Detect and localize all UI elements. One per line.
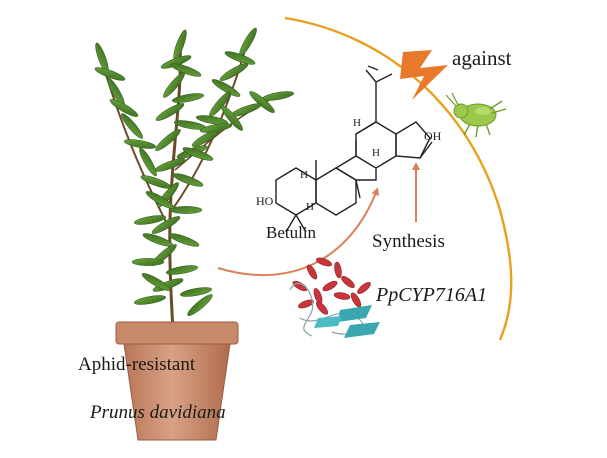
protein-helix bbox=[306, 264, 318, 280]
plant-leaf bbox=[155, 103, 185, 121]
synthesis-label: Synthesis bbox=[372, 231, 445, 252]
plant-leaf bbox=[141, 273, 171, 291]
plant-leaf bbox=[163, 72, 185, 98]
atom-label-h-left: H bbox=[300, 169, 308, 181]
plant-leaf bbox=[187, 294, 213, 316]
aphid-icon bbox=[445, 92, 507, 138]
atom-label-ho: HO bbox=[256, 194, 274, 208]
protein-helix bbox=[333, 292, 351, 300]
plant-leaf bbox=[221, 105, 243, 131]
protein-helix bbox=[322, 280, 338, 292]
plant-leaf bbox=[145, 191, 175, 209]
plant-leaf bbox=[133, 215, 167, 225]
plant-leaf bbox=[169, 206, 203, 214]
protein-helix bbox=[292, 280, 308, 292]
protein-structure-icon bbox=[289, 257, 380, 338]
species-label: Prunus davidiana bbox=[90, 402, 226, 423]
plant-leaf bbox=[199, 123, 233, 133]
against-label: against bbox=[452, 46, 512, 70]
plant-leaf bbox=[155, 129, 181, 151]
plant-leaf bbox=[261, 91, 295, 101]
plant-leaf bbox=[182, 147, 214, 161]
plant-to-betulin-arrow bbox=[217, 187, 379, 277]
boundary-arc bbox=[284, 16, 513, 341]
atom-label-h-bottom: H bbox=[306, 201, 314, 213]
plant-leaf bbox=[140, 175, 172, 189]
plant-leaf bbox=[170, 63, 202, 77]
gene-label: PpCYP716A1 bbox=[376, 284, 488, 306]
plant-leaf bbox=[195, 115, 229, 125]
plant-leaf bbox=[165, 265, 199, 275]
plant-leaf bbox=[172, 173, 204, 187]
protein-helix bbox=[298, 299, 314, 309]
protein-helix bbox=[357, 282, 371, 294]
protein-helix bbox=[350, 292, 362, 308]
plant-leaf bbox=[224, 51, 256, 65]
atom-label-oh: OH bbox=[424, 129, 442, 143]
plant-leaf bbox=[139, 147, 157, 177]
plant-leaf bbox=[219, 63, 249, 81]
atom-label-h-mid: H bbox=[372, 147, 380, 159]
plant-leaf bbox=[94, 67, 126, 81]
protein-helix bbox=[316, 257, 332, 267]
plant-leaf bbox=[131, 258, 165, 266]
plant-leaf bbox=[179, 287, 213, 297]
plant-leaf bbox=[239, 27, 257, 57]
potted-peach-plant-icon bbox=[94, 27, 295, 441]
lightning-bolt-icon bbox=[400, 50, 448, 100]
plant-leaf bbox=[133, 295, 167, 305]
plant-leaf bbox=[142, 233, 174, 247]
plant-leaf bbox=[109, 99, 139, 117]
plant-leaf bbox=[168, 233, 200, 247]
plant-leaf bbox=[123, 139, 157, 149]
betulin-label: Betulin bbox=[266, 223, 317, 242]
plant-leaf bbox=[121, 113, 143, 139]
protein-helix bbox=[334, 261, 342, 279]
plant-leaf bbox=[211, 79, 241, 97]
aphid-resistant-label: Aphid-resistant bbox=[78, 354, 196, 375]
plant-leaf bbox=[171, 93, 205, 103]
betulin-molecule-structure bbox=[275, 65, 433, 233]
plant-leaf bbox=[151, 216, 181, 234]
atom-label-h-top: H bbox=[353, 117, 361, 129]
protein-helix bbox=[341, 276, 355, 288]
protein-helix bbox=[316, 301, 328, 315]
